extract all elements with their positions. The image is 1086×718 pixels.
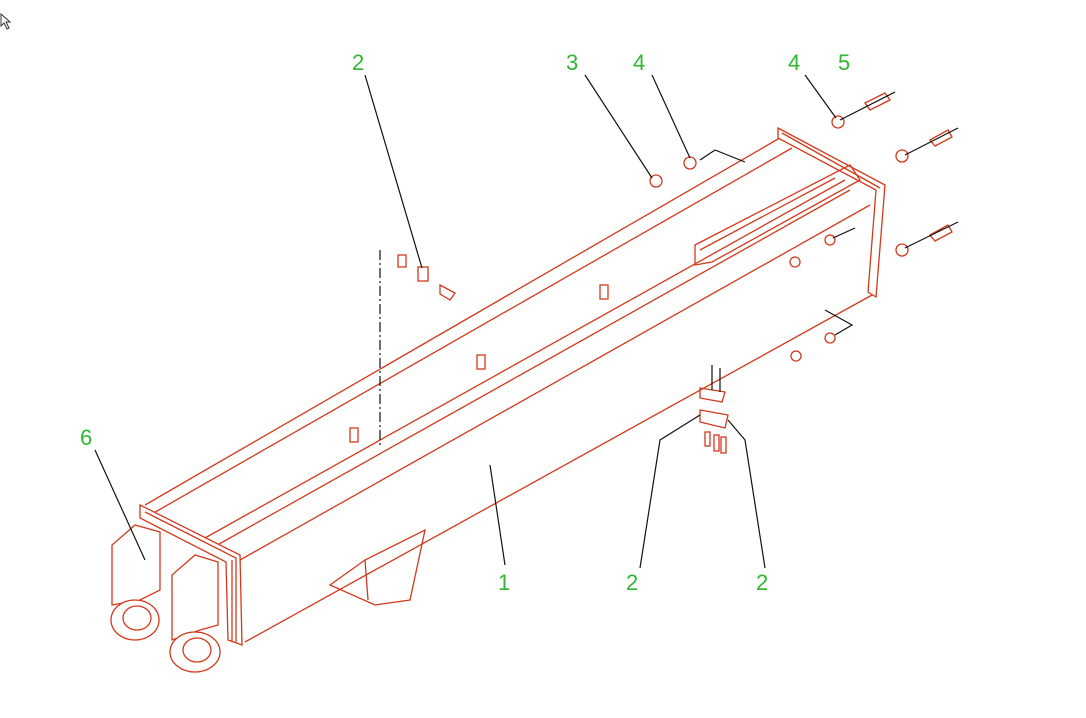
callout-label: 2 [352, 50, 364, 75]
fasteners [397, 92, 953, 454]
callout-label: 2 [626, 570, 638, 595]
callout-label: 6 [80, 425, 92, 450]
callout-label: 1 [498, 570, 510, 595]
lug-part-6 [110, 524, 221, 673]
callout-label: 5 [838, 50, 850, 75]
mouse-cursor-icon [0, 12, 12, 30]
callout-label: 2 [756, 570, 768, 595]
leader-lines [94, 74, 959, 569]
callout-label: 4 [633, 50, 645, 75]
beam-part-1 [139, 126, 886, 646]
callout-label: 4 [788, 50, 800, 75]
callout-label: 3 [566, 50, 578, 75]
